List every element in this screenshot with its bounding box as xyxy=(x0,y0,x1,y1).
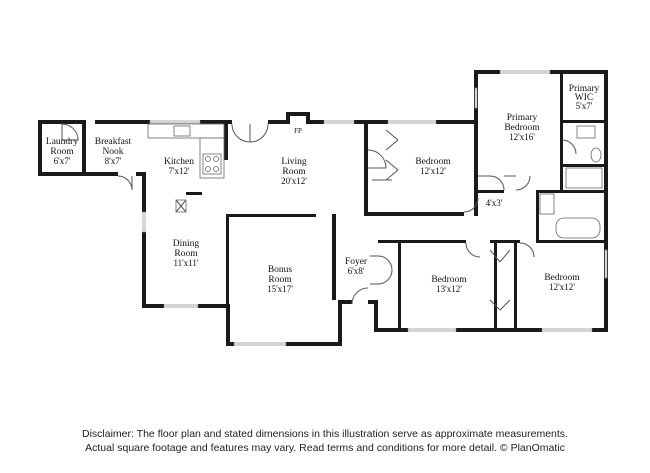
bonus-dims: 15'x17' xyxy=(267,284,293,294)
disclaimer-line-2: Actual square footage and features may v… xyxy=(85,442,565,454)
primary-bedroom-label-1: Primary xyxy=(507,113,538,123)
bedroom-top-dims: 12'x12' xyxy=(420,166,446,176)
laundry-dims: 6'x7' xyxy=(54,156,71,166)
primary-wic-label-2: WIC xyxy=(575,93,593,103)
disclaimer-line-1: Disclaimer: The floor plan and stated di… xyxy=(82,428,568,440)
breakfast-label-1: Breakfast xyxy=(95,136,132,147)
kitchen-label: Kitchen xyxy=(164,157,194,167)
closet-small-dims: 4'x3' xyxy=(486,198,503,208)
doors xyxy=(61,123,577,305)
room-labels: Laundry Room 6'x7' Breakfast Nook 8'x7' … xyxy=(46,84,600,294)
bath-sink xyxy=(576,125,596,139)
living-dims: 20'x12' xyxy=(281,176,307,186)
laundry-label-1: Laundry xyxy=(46,137,78,147)
bedroom-mid-dims: 13'x12' xyxy=(436,284,462,294)
bedroom-right-dims: 12'x12' xyxy=(549,282,575,292)
kitchen-sink xyxy=(173,125,191,137)
kitchen-dims: 7'x12' xyxy=(168,166,190,176)
shower xyxy=(565,167,603,189)
stove xyxy=(202,153,222,175)
bedroom-top-label: Bedroom xyxy=(415,157,451,167)
primary-bedroom-dims: 12'x16' xyxy=(509,132,535,142)
closet-lines xyxy=(370,129,516,311)
dining-label-1: Dining xyxy=(173,239,200,249)
living-label-2: Room xyxy=(282,167,306,177)
primary-bedroom-label-2: Bedroom xyxy=(504,123,540,133)
dining-label-2: Room xyxy=(174,249,198,259)
walls xyxy=(38,70,608,346)
foyer-label: Foyer xyxy=(345,257,368,267)
bedroom-right-label: Bedroom xyxy=(544,273,580,283)
bathtub xyxy=(555,217,601,239)
vanity xyxy=(539,193,555,215)
foyer-dims: 6'x8' xyxy=(348,266,365,276)
primary-wic-dims: 5'x7' xyxy=(576,101,593,111)
bonus-label-1: Bonus xyxy=(268,265,293,275)
fireplace-label: FP xyxy=(294,127,302,135)
bonus-label-2: Room xyxy=(268,275,292,285)
breakfast-dims: 8'x7' xyxy=(105,156,122,166)
toilet xyxy=(590,147,602,163)
windows xyxy=(142,70,608,346)
breakfast-label-2: Nook xyxy=(102,147,123,157)
dining-dims: 11'x11' xyxy=(173,258,198,268)
living-label-1: Living xyxy=(281,157,307,167)
bedroom-mid-label: Bedroom xyxy=(431,275,467,285)
primary-wic-label-1: Primary xyxy=(569,84,600,94)
laundry-label-2: Room xyxy=(50,147,74,157)
fixtures xyxy=(147,123,603,239)
